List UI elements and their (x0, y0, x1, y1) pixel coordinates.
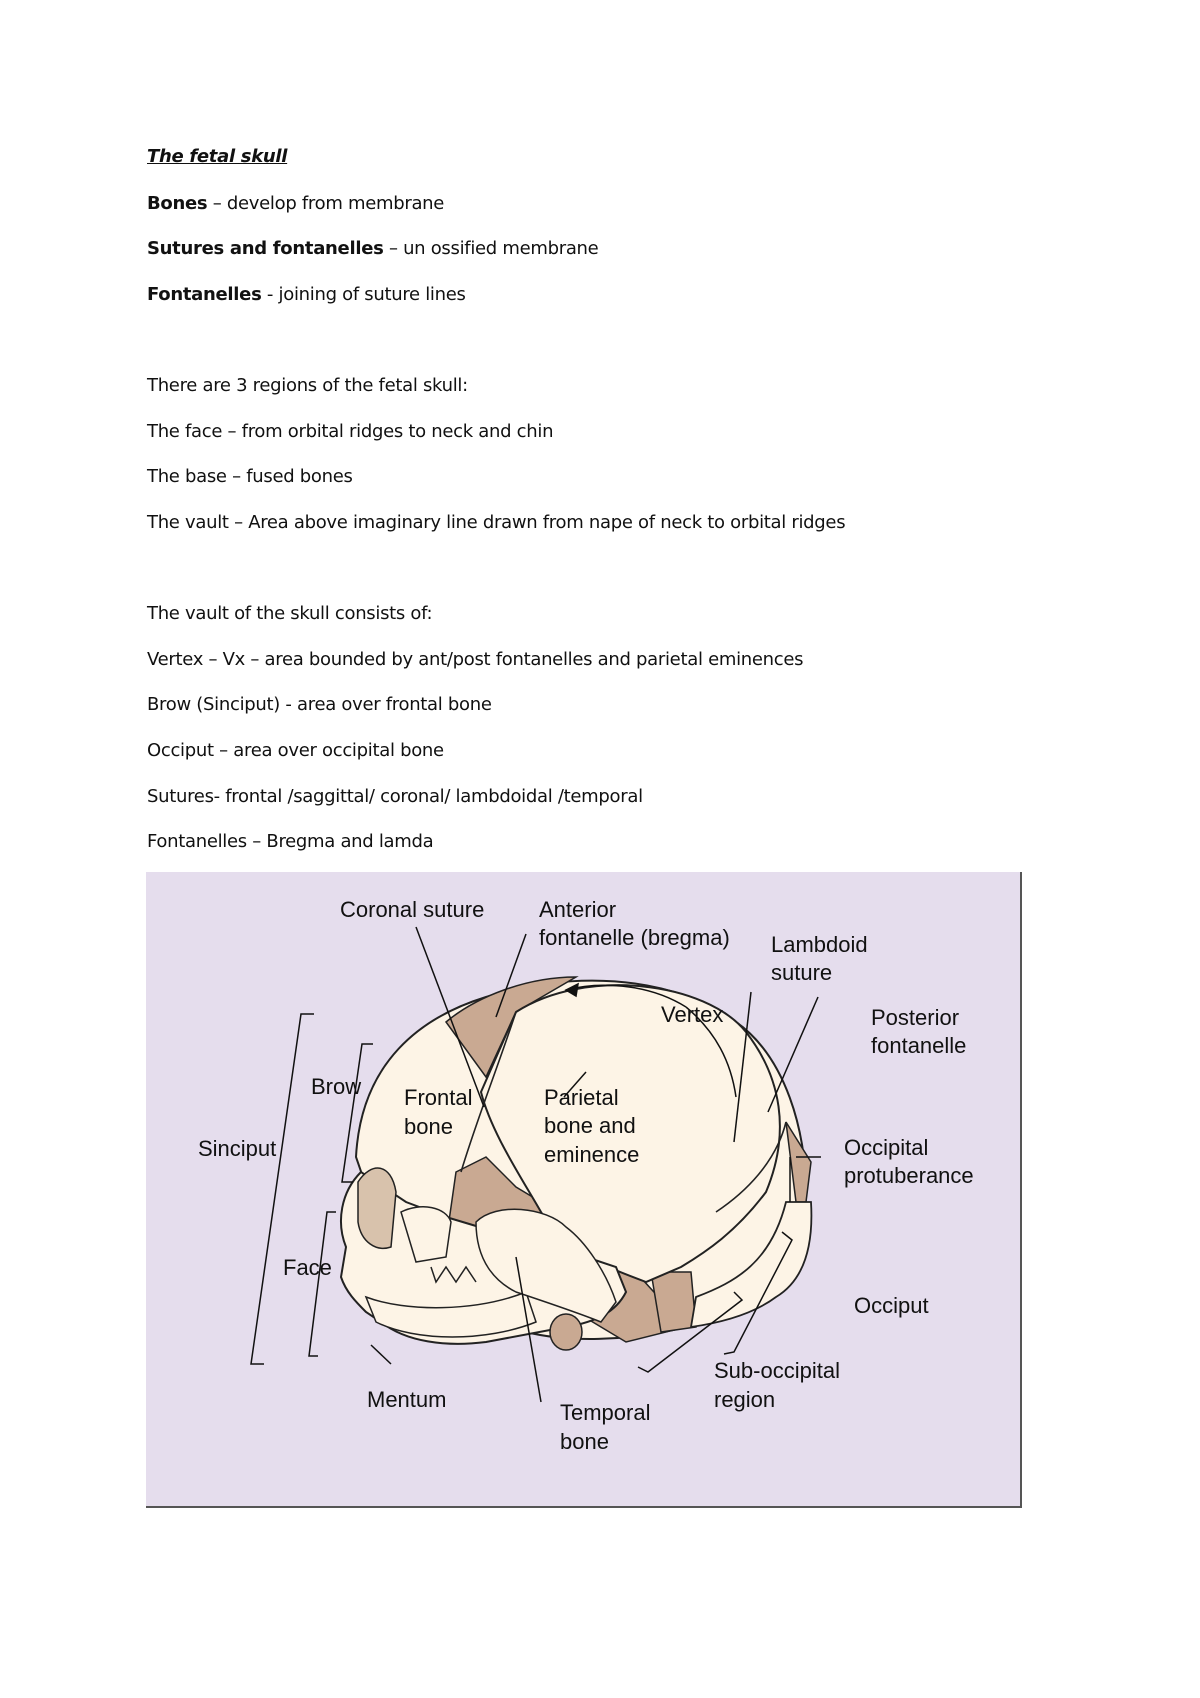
label-frontal-bone-1: Frontal (404, 1085, 472, 1110)
parietal-eminence-leader (563, 1071, 587, 1098)
vertex-arrow-right (685, 1006, 737, 1098)
vault-intro: The vault of the skull consists of: (147, 603, 433, 624)
anterior-fontanelle-leader (495, 933, 527, 1018)
label-brow: Brow (311, 1074, 361, 1099)
leader-lines (250, 926, 821, 1403)
maxilla-detail (400, 1206, 452, 1263)
definition-text: develop from membrane (226, 193, 445, 214)
orbit (357, 1167, 397, 1249)
label-posterior-fontanelle-1: Posterior (871, 1005, 959, 1030)
definition-bones: Bones – develop from membrane (147, 193, 444, 214)
definition-separator: – (207, 193, 227, 214)
definition-term: Bones (147, 193, 208, 214)
region-item-vault: The vault – Area above imaginary line dr… (147, 512, 846, 533)
parietal-bone (479, 984, 781, 1284)
label-lambdoid-suture-2: suture (771, 960, 832, 985)
occiput-bracket (723, 1231, 793, 1355)
label-parietal-3: eminence (544, 1142, 639, 1167)
definition-separator: – (383, 238, 404, 259)
label-coronal-suture: Coronal suture (340, 897, 484, 922)
label-sinciput: Sinciput (198, 1136, 276, 1161)
brow-bracket (341, 1043, 373, 1183)
coronal-suture-leader (415, 926, 485, 1108)
sub-occipital-bracket (637, 1291, 744, 1373)
region-item-base: The base – fused bones (147, 466, 353, 487)
definition-sutures-fontanelles: Sutures and fontanelles – un ossified me… (147, 238, 599, 259)
lambdoid-suture-line (715, 1121, 787, 1213)
face-bracket (308, 1211, 336, 1357)
label-face: Face (283, 1255, 332, 1280)
vertex-arrowhead-left (564, 982, 579, 998)
vault-item-brow: Brow (Sinciput) - area over frontal bone (147, 694, 492, 715)
label-occipital-protuberance-1: Occipital (844, 1135, 928, 1160)
definition-text: un ossified membrane (403, 238, 599, 259)
label-anterior-fontanelle-2: fontanelle (bregma) (539, 925, 730, 950)
mandible-ramus (364, 1291, 537, 1338)
lambdoid-suture-leader (733, 991, 752, 1143)
definition-fontanelles: Fontanelles - joining of suture lines (147, 284, 466, 305)
vault-item-vertex: Vertex – Vx – area bounded by ant/post f… (147, 649, 804, 670)
label-frontal-bone-2: bone (404, 1114, 453, 1139)
vault-item-occiput: Occiput – area over occipital bone (147, 740, 444, 761)
label-vertex: Vertex (661, 1002, 723, 1027)
label-temporal-bone-2: bone (560, 1429, 609, 1454)
region-item-face: The face – from orbital ridges to neck a… (147, 421, 554, 442)
label-temporal-bone-1: Temporal (560, 1400, 650, 1425)
tooth-buds (430, 1265, 477, 1284)
label-lambdoid-suture-1: Lambdoid (771, 932, 868, 957)
regions-intro: There are 3 regions of the fetal skull: (147, 375, 468, 396)
mentum-leader (370, 1344, 392, 1365)
vault-item-sutures: Sutures- frontal /saggittal/ coronal/ la… (147, 786, 643, 807)
anterior-fontanelle (444, 976, 579, 1079)
label-sub-occipital-2: region (714, 1387, 775, 1412)
fetal-skull-diagram: Coronal suture Anterior fontanelle (breg… (146, 872, 1022, 1508)
label-parietal-2: bone and (544, 1113, 636, 1138)
fetal-skull-illustration: Coronal suture Anterior fontanelle (breg… (198, 897, 974, 1454)
label-mentum: Mentum (367, 1387, 446, 1412)
temporal-bone-outline (475, 1208, 617, 1323)
label-occipital-protuberance-2: protuberance (844, 1163, 974, 1188)
coronal-suture-line (460, 1011, 517, 1173)
document-title: The fetal skull (147, 146, 288, 167)
label-posterior-fontanelle-2: fontanelle (871, 1033, 966, 1058)
label-parietal-1: Parietal (544, 1085, 619, 1110)
label-occiput: Occiput (854, 1293, 929, 1318)
definition-separator: - (261, 284, 279, 305)
definition-term: Fontanelles (147, 284, 262, 305)
temporal-bone-leader (515, 1256, 542, 1403)
label-sub-occipital-1: Sub-occipital (714, 1358, 840, 1383)
label-anterior-fontanelle-1: Anterior (539, 897, 616, 922)
posterior-fontanelle-leader (767, 996, 819, 1113)
sinciput-bracket (250, 1013, 314, 1365)
definition-term: Sutures and fontanelles (147, 238, 384, 259)
vault-item-fontanelles: Fontanelles – Bregma and lamda (147, 831, 434, 852)
definition-text: joining of suture lines (278, 284, 466, 305)
temporal-bone-ear (549, 1313, 583, 1351)
occipital-bone (689, 1201, 813, 1329)
